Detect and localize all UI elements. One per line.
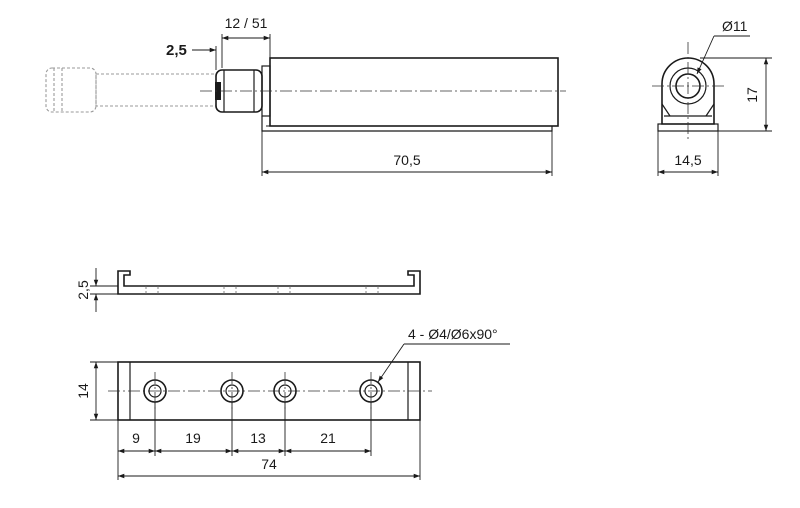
dim-offset-label: 2,5 bbox=[166, 42, 187, 59]
dim-chain: 9 19 13 21 bbox=[117, 402, 421, 480]
dim-length-label: 70,5 bbox=[393, 152, 420, 168]
dim-seg-2-label: 19 bbox=[185, 430, 201, 446]
dim-height-label: 17 bbox=[744, 87, 760, 103]
top-view: 12 / 51 2,5 70,5 bbox=[45, 15, 566, 176]
dim-holes: 4 - Ø4/Ø6x90° bbox=[377, 326, 510, 383]
dim-diameter: Ø11 bbox=[696, 18, 750, 75]
dim-diameter-label: Ø11 bbox=[722, 18, 748, 34]
extended-plunger-ghost bbox=[45, 67, 217, 113]
dim-seg-1-label: 9 bbox=[132, 430, 140, 446]
dim-stroke: 12 / 51 bbox=[221, 15, 271, 68]
plate-top-view: 4 - Ø4/Ø6x90° 14 9 19 13 21 bbox=[75, 326, 510, 480]
dim-plate-height: 14 bbox=[75, 361, 118, 421]
dim-seg-4-label: 21 bbox=[320, 430, 336, 446]
damper-body bbox=[200, 57, 566, 132]
dim-width-label: 14,5 bbox=[674, 152, 701, 168]
dim-stroke-label: 12 / 51 bbox=[225, 15, 268, 31]
dim-height: 17 bbox=[700, 57, 772, 132]
dim-overall: 74 bbox=[118, 456, 420, 479]
dim-holes-label: 4 - Ø4/Ø6x90° bbox=[408, 326, 498, 342]
plate-side-view: 2,5 bbox=[75, 268, 421, 312]
dim-length: 70,5 bbox=[261, 131, 553, 176]
dim-overall-label: 74 bbox=[261, 456, 277, 472]
dim-width: 14,5 bbox=[657, 131, 719, 176]
dim-thickness: 2,5 bbox=[75, 268, 118, 312]
side-view: Ø11 17 14,5 bbox=[652, 18, 772, 176]
dim-plate-height-label: 14 bbox=[75, 383, 91, 399]
dim-seg-3-label: 13 bbox=[250, 430, 266, 446]
dim-thickness-label: 2,5 bbox=[75, 280, 91, 300]
dim-offset: 2,5 bbox=[166, 42, 217, 70]
